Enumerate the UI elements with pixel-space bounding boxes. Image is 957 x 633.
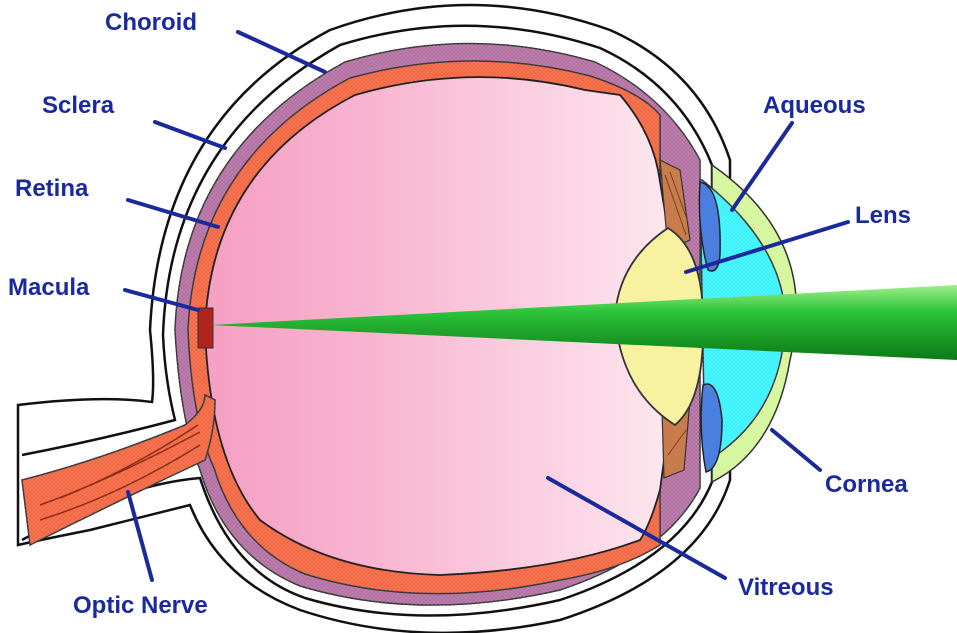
optic-nerve-label: Optic Nerve: [73, 592, 208, 619]
aqueous-leader: [732, 123, 792, 210]
retina-label: Retina: [15, 175, 89, 202]
cornea-label: Cornea: [825, 471, 908, 498]
macula-label: Macula: [8, 274, 90, 301]
cornea-leader: [772, 430, 820, 470]
aqueous-label: Aqueous: [763, 92, 866, 119]
macula-spot: [198, 308, 213, 348]
choroid-label: Choroid: [105, 9, 197, 36]
lens-label: Lens: [855, 202, 911, 229]
vitreous-label: Vitreous: [738, 574, 834, 601]
sclera-label: Sclera: [42, 92, 115, 119]
